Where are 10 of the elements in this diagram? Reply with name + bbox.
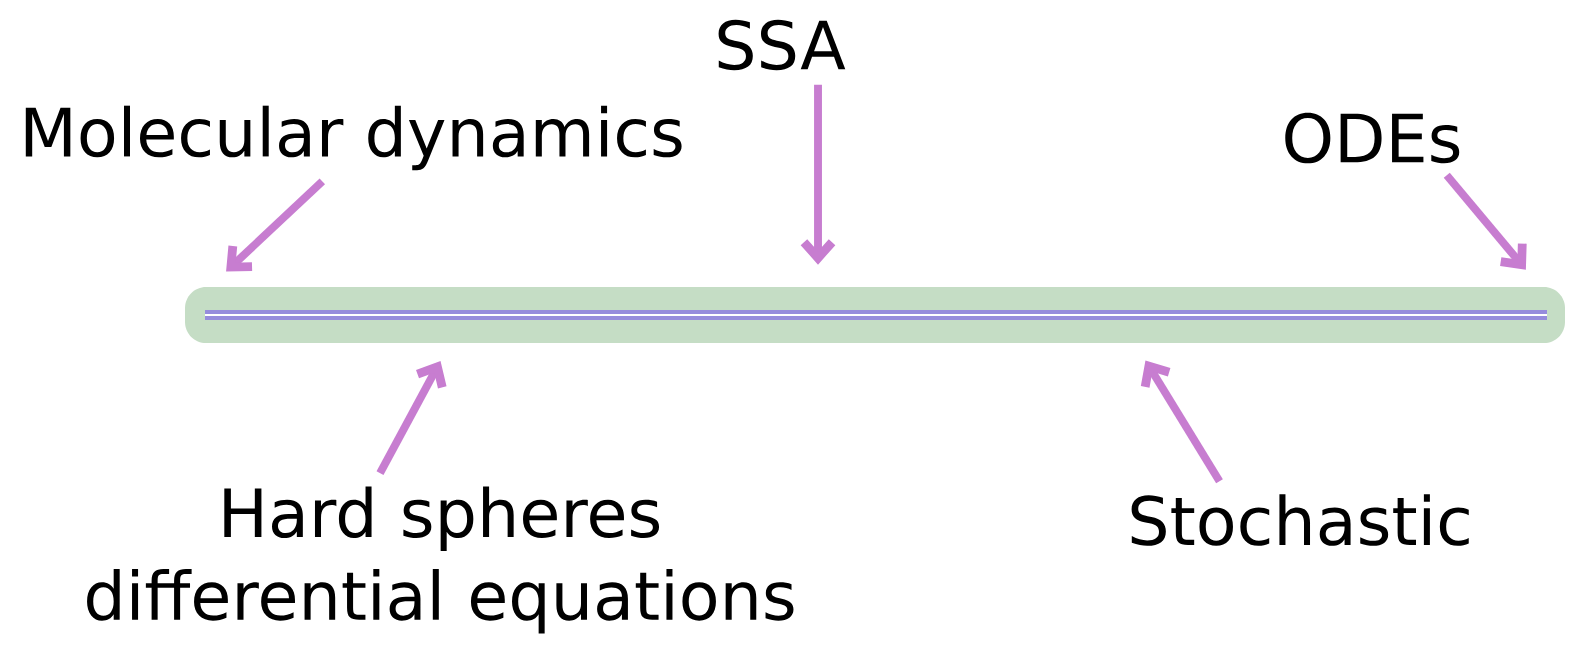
arrow — [376, 360, 447, 476]
label-text: ODEs — [1285, 112, 1460, 164]
label-text: Stochastic — [1131, 494, 1469, 546]
label-text: SSA — [718, 19, 846, 71]
label-text: Hard spheres differential equations — [87, 486, 794, 634]
arrow — [1443, 172, 1527, 270]
arrow — [226, 178, 326, 272]
scale-bar — [185, 287, 1565, 343]
label-text: Molecular dynamics — [25, 105, 682, 171]
arrow — [1140, 360, 1223, 484]
